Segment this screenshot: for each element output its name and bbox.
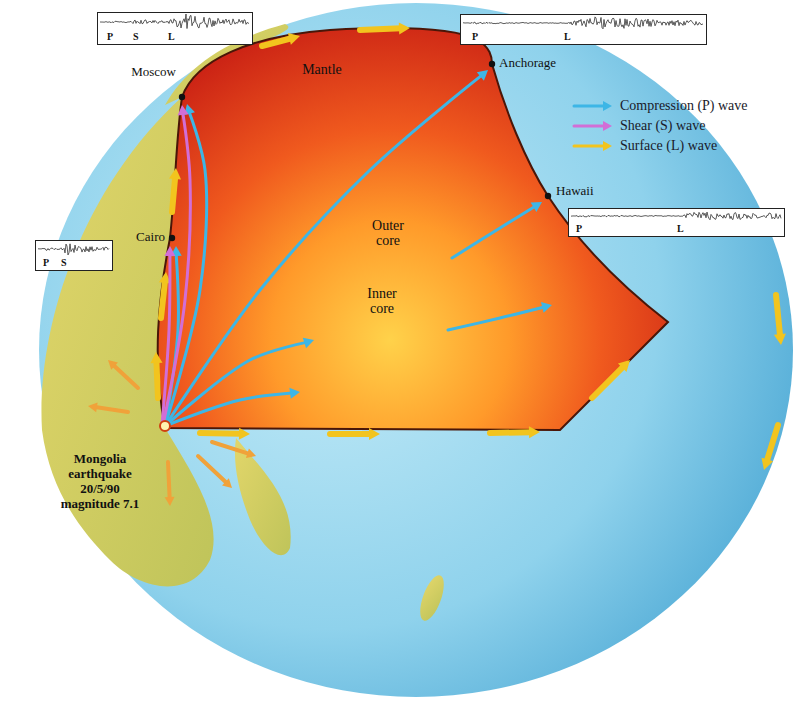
city-name: Anchorage — [499, 56, 556, 71]
waves — [88, 22, 786, 506]
city-name: Moscow — [131, 65, 176, 80]
legend-arrow — [572, 120, 614, 132]
legend-arrow — [572, 100, 614, 112]
surface-wave-arrow — [165, 462, 175, 506]
legend-arrow-shape-head — [603, 121, 612, 131]
surface-wave-arrow-head — [761, 458, 773, 470]
surface-wave-arrow — [212, 442, 256, 458]
surface-wave-arrow-shaft — [168, 462, 170, 499]
surface-wave-arrow — [108, 360, 138, 388]
surface-wave-arrow-head — [222, 478, 232, 488]
seismogram-box: PL — [460, 14, 707, 45]
surface-wave-arrow — [774, 295, 786, 345]
phase-letter: S — [61, 257, 67, 268]
phase-letter: L — [677, 223, 684, 234]
legend-arrow-shape-head — [603, 141, 612, 151]
surface-wave-arrow — [200, 428, 250, 440]
legend-row: Surface (L) wave — [572, 136, 748, 156]
phase-letter: L — [564, 31, 571, 42]
surface-wave-arrow-shaft — [198, 456, 227, 483]
surface-wave-arrow — [761, 425, 778, 470]
legend-arrow-shape-shaft — [574, 145, 605, 148]
surface-wave-arrow-shaft — [113, 365, 138, 388]
legend-arrow — [572, 140, 614, 152]
seismogram-box: PSL — [97, 12, 253, 45]
surface-wave-arrow-head — [246, 449, 256, 458]
phase-letter: L — [168, 31, 175, 42]
surface-wave-arrow-shaft — [767, 425, 778, 462]
phase-letter: P — [43, 257, 49, 268]
legend-arrow-shape-shaft — [574, 105, 605, 108]
legend-text: Shear (S) wave — [620, 118, 706, 134]
legend-arrow-shape — [574, 121, 612, 131]
phase-letter: S — [133, 31, 139, 42]
continent — [235, 438, 291, 555]
seismogram-box: PS — [35, 240, 113, 271]
surface-wave-arrow-head — [88, 402, 98, 412]
event-label: Mongolia earthquake 20/5/90 magnitude 7.… — [50, 452, 150, 512]
legend: Compression (P) waveShear (S) waveSurfac… — [572, 96, 748, 156]
surface-wave-arrow-shaft — [212, 442, 249, 454]
trace-line — [38, 244, 109, 255]
surface-wave-arrow-shaft — [95, 407, 128, 412]
globe-ocean — [39, 3, 793, 697]
trace-line — [100, 14, 249, 29]
layer-name: Outer core — [366, 218, 410, 249]
legend-arrow-shape-head — [603, 101, 612, 111]
legend-row: Compression (P) wave — [572, 96, 748, 116]
phase-letter: P — [107, 31, 113, 42]
seismogram-trace — [569, 209, 783, 235]
phase-letter: P — [576, 223, 582, 234]
seismogram-box: PL — [568, 208, 785, 237]
surface-wave-arrow-head — [774, 333, 786, 345]
legend-row: Shear (S) wave — [572, 116, 748, 136]
surface-wave-arrow-shaft — [200, 430, 241, 437]
layer-name: Inner core — [360, 286, 404, 317]
surface-wave-arrow-head — [108, 360, 118, 370]
layer-name: Mantle — [302, 62, 342, 77]
phase-letter: P — [472, 31, 478, 42]
seismogram-trace — [461, 15, 705, 43]
surface-wave-arrow-shaft — [776, 295, 780, 336]
surface-wave-arrow — [88, 402, 128, 412]
legend-arrow-shape — [574, 101, 612, 111]
city-name: Cairo — [136, 230, 165, 245]
city-name: Hawaii — [556, 184, 594, 199]
trace-line — [571, 212, 781, 220]
surface-wave-arrow-head — [165, 497, 175, 506]
island — [415, 572, 448, 623]
surface-wave-arrow-shaft — [330, 431, 371, 437]
surface-wave-arrow — [198, 456, 232, 488]
legend-text: Surface (L) wave — [620, 138, 717, 154]
surface-wave-arrow-head — [239, 428, 250, 440]
legend-text: Compression (P) wave — [620, 98, 748, 114]
legend-arrow-shape-shaft — [574, 125, 605, 128]
legend-arrow-shape — [574, 141, 612, 151]
trace-line — [463, 17, 703, 29]
